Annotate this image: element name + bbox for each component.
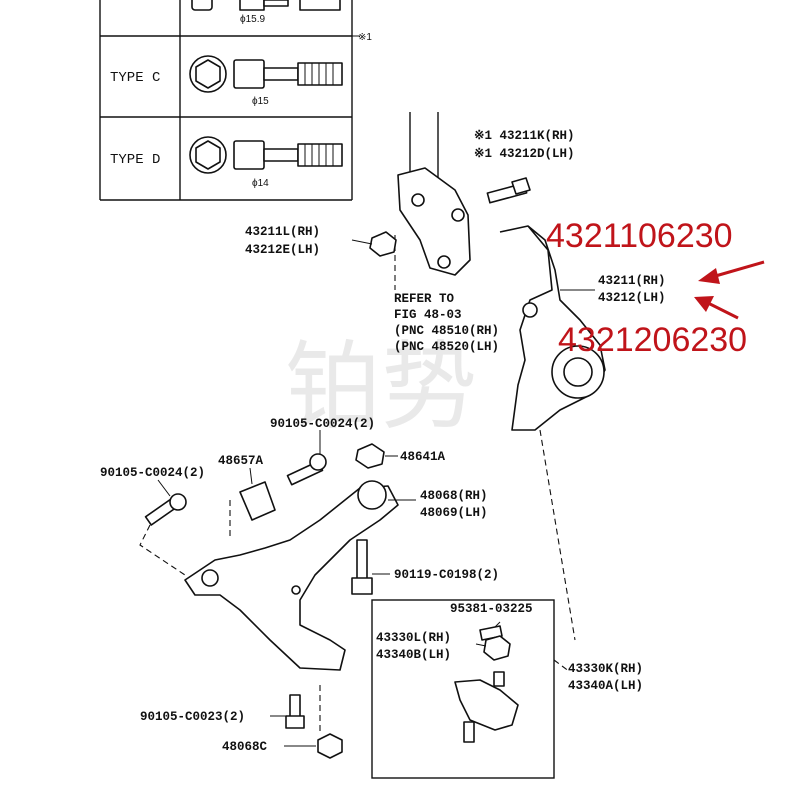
lower-arm-drawing <box>139 443 399 759</box>
bushing-rh-label: 48068(RH) <box>420 489 488 503</box>
refer-text-1: REFER TO <box>394 292 455 306</box>
nut-lh-label: 43212E(LH) <box>245 243 320 257</box>
table-row: ϕ15.9 <box>191 0 341 25</box>
nut-ball-lh-label: 43340B(LH) <box>376 648 451 662</box>
arrow-lh-icon <box>694 296 739 320</box>
nut-rh-label: 43211L(RH) <box>245 225 320 239</box>
table-row: TYPE D ϕ14 <box>110 136 343 189</box>
diameter-label: ϕ14 <box>252 178 269 189</box>
nut-ball-rh-label: 43330L(RH) <box>376 631 451 645</box>
bolt-90105-left-label: 90105-C0024(2) <box>100 466 205 480</box>
nut-48068c-label: 48068C <box>222 740 268 754</box>
bracket-label: 48657A <box>218 454 264 468</box>
footnote-mark: ※1 <box>358 32 372 43</box>
knuckle-rh-label: 43211(RH) <box>598 274 666 288</box>
bolt-type-table: ※1 ϕ15.9 TYPE C ϕ15 TYPE D <box>99 0 372 201</box>
ball-joint-rh-label: 43330K(RH) <box>568 662 643 676</box>
bolt-90105-top-label: 90105-C0024(2) <box>270 417 375 431</box>
bushing-lh-label: 48069(LH) <box>420 506 488 520</box>
part-number-rh-annotation: 4321106230 <box>546 217 733 255</box>
table-row: TYPE C ϕ15 <box>110 55 343 107</box>
arrow-rh-icon <box>698 260 765 284</box>
type-label: TYPE D <box>110 152 160 168</box>
diameter-label: ϕ15 <box>252 96 269 107</box>
bolt-lh-label: ※1 43212D(LH) <box>474 146 575 161</box>
ball-joint-box <box>371 599 571 779</box>
knuckle-lh-label: 43212(LH) <box>598 291 666 305</box>
refer-text-2: FIG 48-03 <box>394 308 462 322</box>
type-label: TYPE C <box>110 70 160 86</box>
refer-text-3: (PNC 48510(RH) <box>394 324 499 338</box>
diameter-label: ϕ15.9 <box>240 14 266 25</box>
cotter-pin-label: 95381-03225 <box>450 602 533 616</box>
bolt-90119-label: 90119-C0198(2) <box>394 568 499 582</box>
watermark: 铂势 <box>285 331 477 443</box>
strut-drawing <box>369 112 531 290</box>
part-number-lh-annotation: 4321206230 <box>558 321 747 359</box>
steering-knuckle <box>499 225 606 641</box>
refer-text-4: (PNC 48520(LH) <box>394 340 499 354</box>
nut-48641-label: 48641A <box>400 450 446 464</box>
ball-joint-lh-label: 43340A(LH) <box>568 679 643 693</box>
bolt-90105-c0023-label: 90105-C0023(2) <box>140 710 245 724</box>
bolt-rh-label: ※1 43211K(RH) <box>474 128 575 143</box>
